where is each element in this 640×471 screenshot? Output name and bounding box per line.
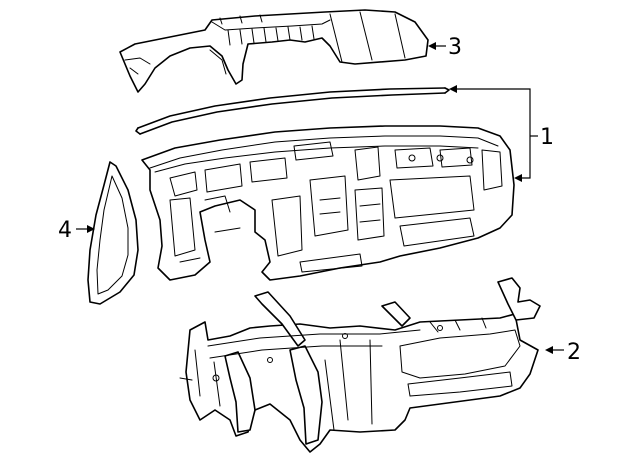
leader-lines bbox=[76, 42, 564, 354]
callout-4: 4 bbox=[58, 218, 72, 243]
upper-dash-cover[interactable] bbox=[119, 9, 429, 93]
defroster-trim-strip[interactable] bbox=[135, 87, 450, 135]
instrument-panel-assembly[interactable] bbox=[141, 125, 515, 281]
cross-car-beam-reinforcement[interactable] bbox=[179, 277, 541, 453]
callout-2: 2 bbox=[567, 340, 581, 365]
callout-3: 3 bbox=[448, 35, 462, 60]
callout-1: 1 bbox=[540, 125, 554, 150]
end-cap-trim[interactable] bbox=[87, 161, 139, 305]
